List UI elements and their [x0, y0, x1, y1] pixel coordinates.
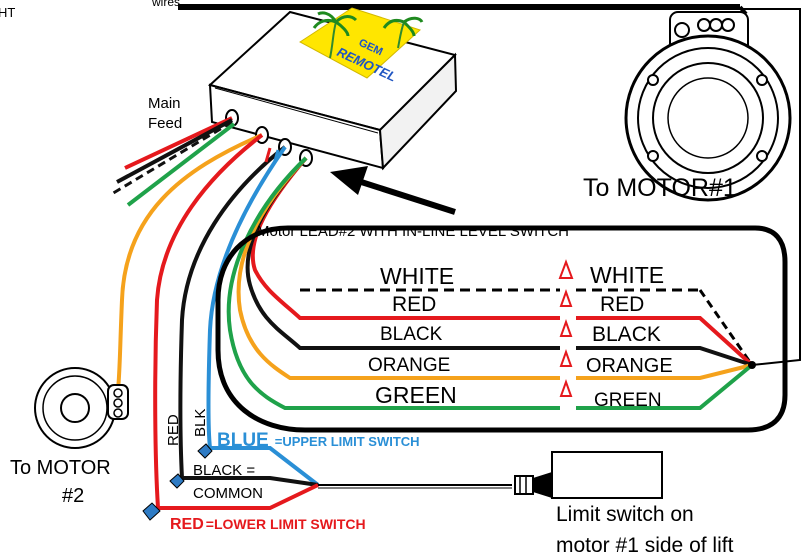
controller-to-motor2-wires — [116, 133, 287, 509]
blue-desc: =UPPER LIMIT SWITCH — [275, 434, 420, 449]
red-word: RED — [170, 516, 204, 533]
to-motor-2-label-2: #2 — [62, 485, 84, 507]
wire-nut-icon — [559, 289, 573, 307]
main-feed-wires — [109, 116, 236, 207]
legend-left-black: BLACK — [380, 324, 443, 345]
to-motor-2-label-1: To MOTOR — [10, 457, 111, 479]
red-desc: =LOWER LIMIT SWITCH — [206, 516, 366, 532]
motor1-frame-wire — [730, 8, 801, 366]
controller-box: GEM REMOTEL — [207, 7, 458, 171]
harness-right-wires — [576, 288, 756, 410]
black-common-label-1: BLACK = — [193, 462, 255, 479]
legend-right-white: WHITE — [590, 262, 664, 288]
wire-nut-icon — [558, 259, 574, 279]
main-feed-label-2: Feed — [148, 115, 182, 132]
legend-right-black: BLACK — [592, 323, 661, 346]
limit-switch — [514, 451, 663, 499]
wire-nut-icon — [559, 319, 573, 337]
red-lower-limit-label: RED=LOWER LIMIT SWITCH — [170, 516, 366, 533]
port3-to-harness-wires — [226, 156, 560, 410]
motor-2 — [34, 367, 129, 449]
top-left-fragment: HT — [0, 5, 15, 20]
limit-switch-wiring — [158, 446, 512, 510]
motor-lead-2-label: Motor LEAD#2 WITH IN-LINE LEVEL SWITCH — [257, 223, 569, 240]
blue-upper-limit-label: BLUE =UPPER LIMIT SWITCH — [217, 430, 420, 451]
legend-left-orange: ORANGE — [368, 355, 450, 376]
palm-tree-icon — [312, 11, 424, 59]
wire-nut-icon — [197, 443, 213, 459]
wire-legend-right: WHITE RED BLACK ORANGE GREEN — [586, 262, 673, 411]
wire-nut-icon — [559, 349, 573, 367]
legend-left-red: RED — [392, 293, 436, 316]
blk-vertical-label: BLK — [192, 409, 209, 437]
blue-word: BLUE — [217, 430, 269, 451]
legend-right-green: GREEN — [594, 390, 662, 411]
legend-left-green: GREEN — [375, 382, 457, 408]
limit-switch-note-2: motor #1 side of lift — [556, 534, 734, 557]
black-common-label-2: COMMON — [193, 485, 263, 502]
legend-left-white: WHITE — [380, 263, 454, 289]
legend-right-orange: ORANGE — [586, 355, 673, 377]
controller-side — [378, 52, 458, 171]
limit-switch-note-1: Limit switch on — [556, 503, 694, 526]
to-motor-1-label: To MOTOR#1 — [583, 174, 737, 202]
top-wires-fragment: wires — [151, 0, 180, 9]
legend-right-red: RED — [600, 293, 644, 316]
limit-wire-nuts — [142, 443, 213, 521]
motor-1 — [624, 11, 792, 202]
red-vertical-label: RED — [165, 414, 182, 446]
wire-nut-icon — [559, 379, 573, 397]
harness-outline — [215, 225, 788, 433]
main-feed-label-1: Main — [148, 95, 181, 112]
wire-nut-icon — [142, 502, 161, 521]
inline-wire-nuts — [558, 259, 574, 397]
wire-nut-icon — [169, 473, 185, 489]
wire-legend-left: WHITE RED BLACK ORANGE GREEN — [368, 263, 457, 408]
arrow-to-port — [330, 166, 456, 215]
